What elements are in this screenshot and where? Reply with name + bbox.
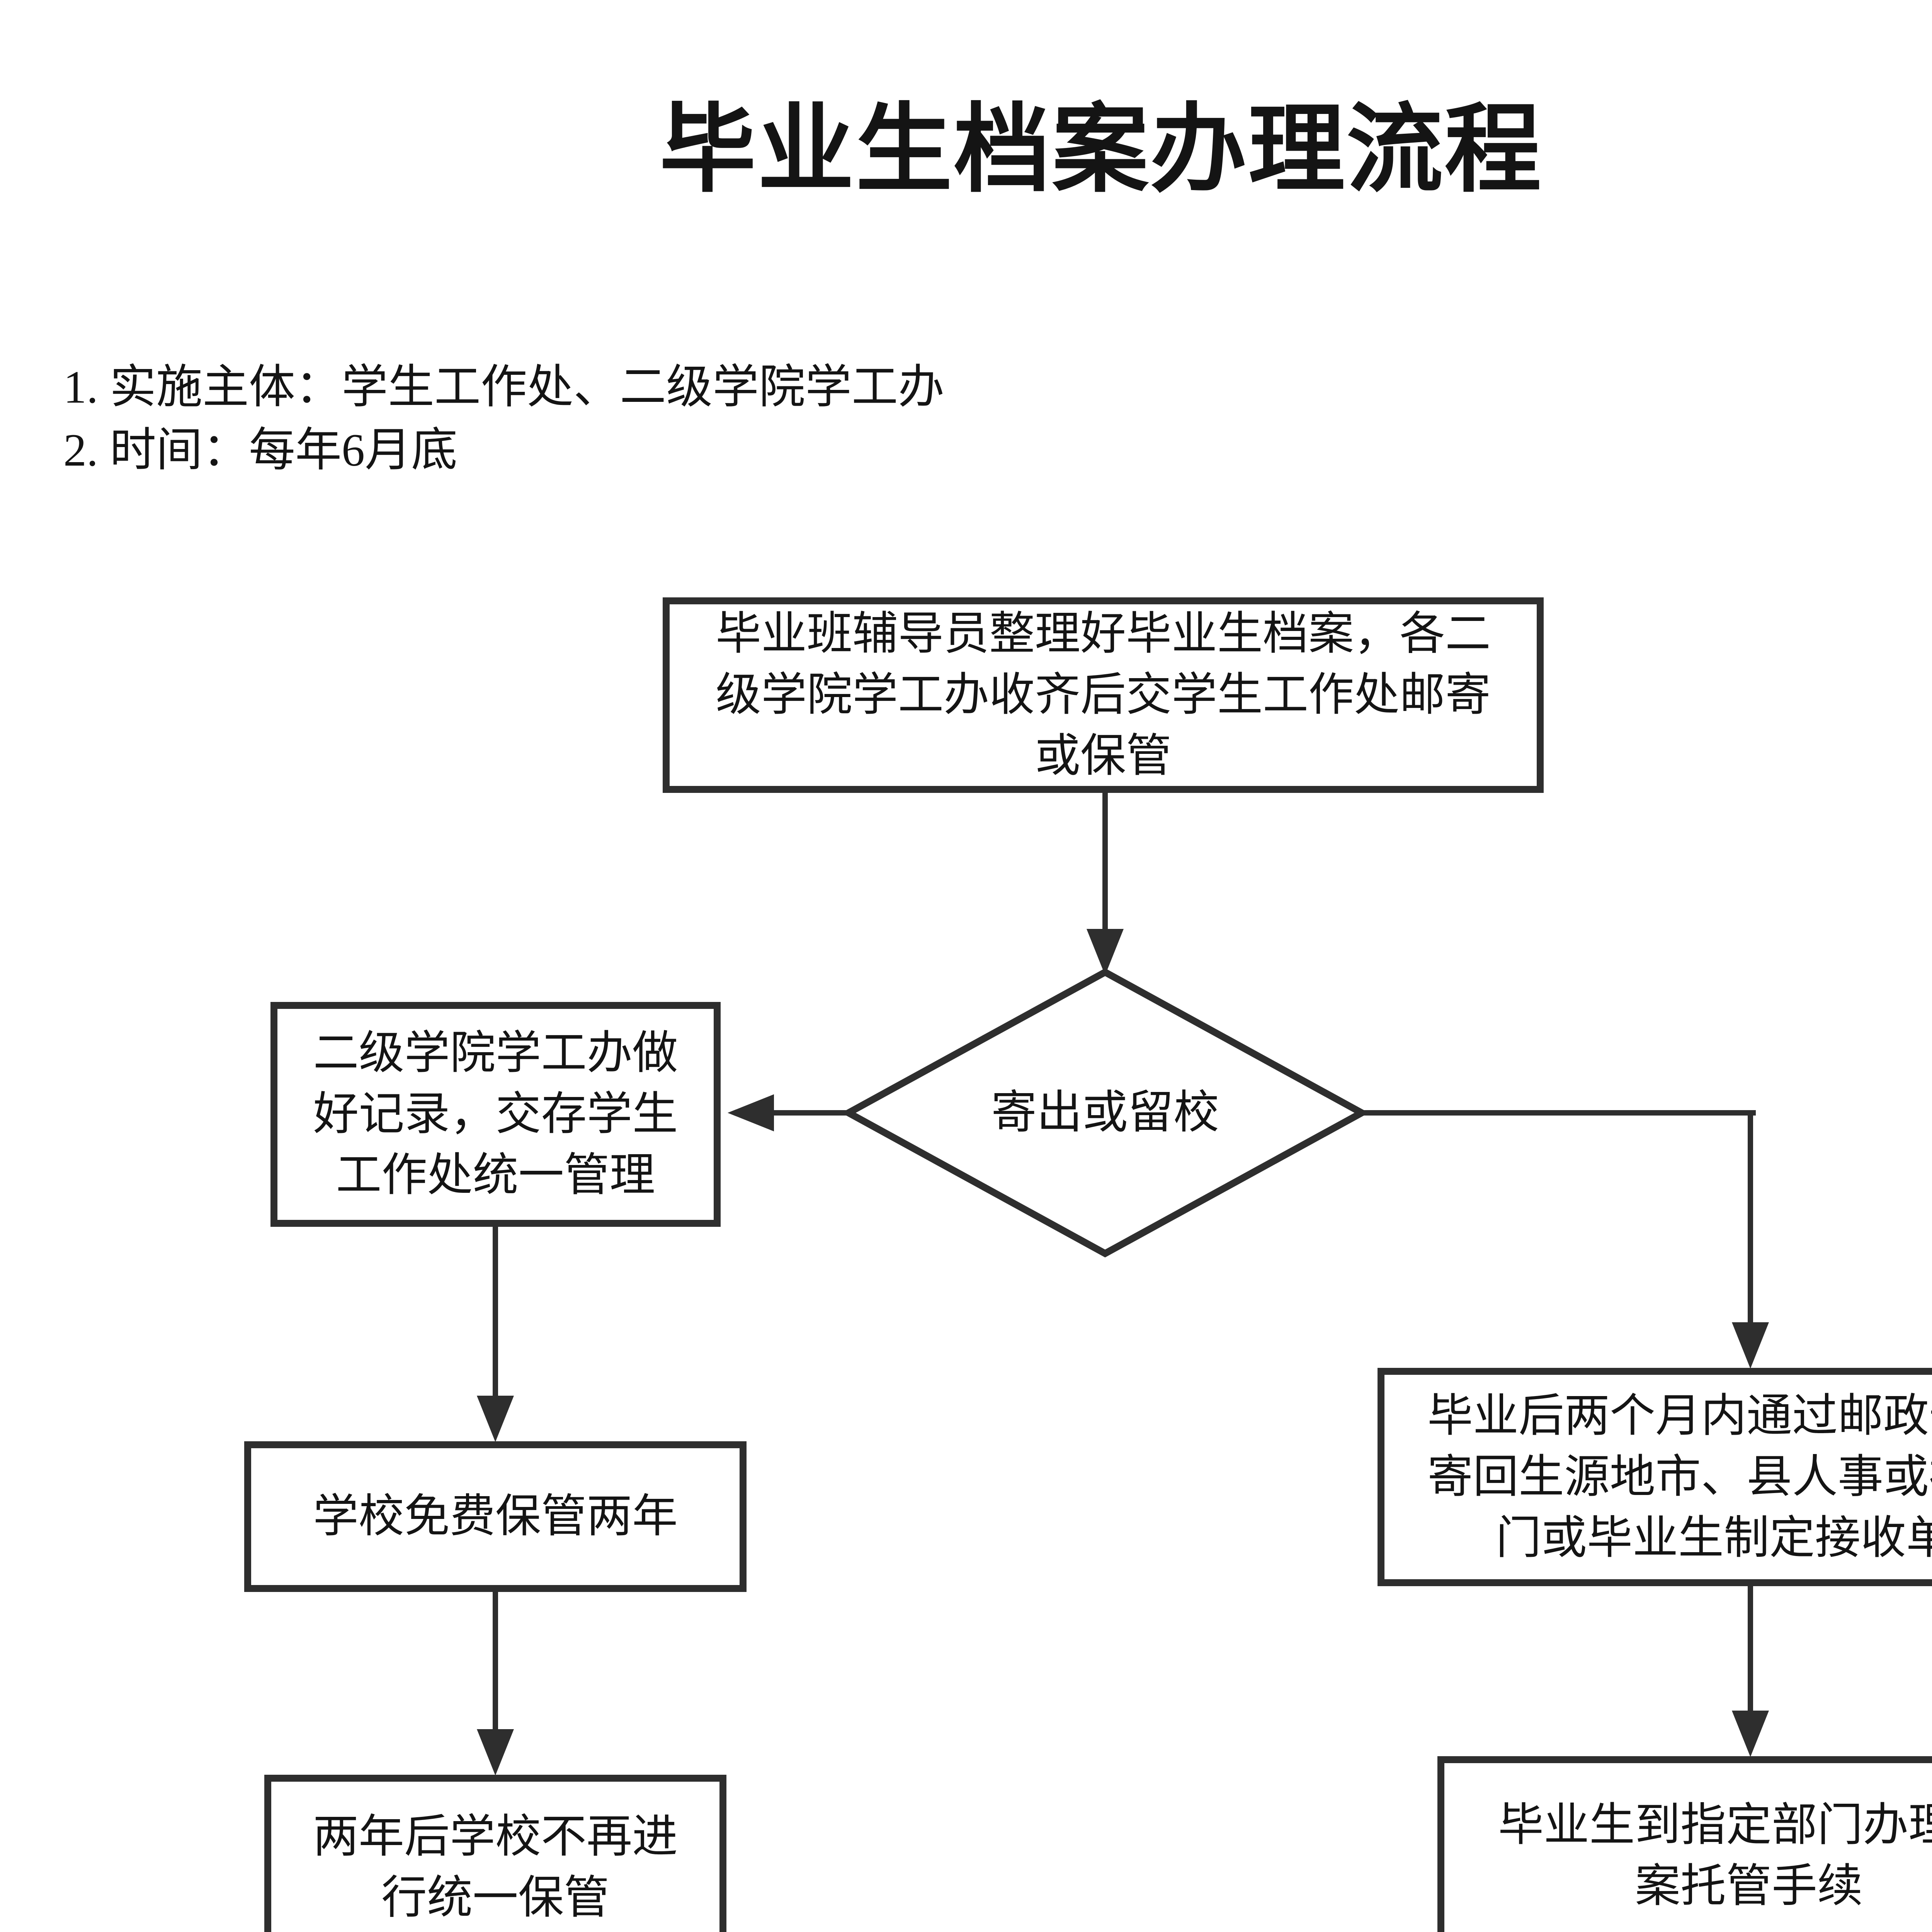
arrow-free-storage-to-after-two-years-line xyxy=(493,1592,498,1730)
record-box-line: 二级学院学工办做 xyxy=(313,1028,678,1078)
node-trusteeship-box: 毕业生到指定部门办理档 案托管手续 xyxy=(1437,1756,1932,1932)
start-box-line: 级学院学工办收齐后交学生工作处邮寄 xyxy=(715,670,1491,720)
node-record-box: 二级学院学工办做 好记录，交存学生 工作处统一管理 xyxy=(270,1002,721,1227)
record-box-line: 工作处统一管理 xyxy=(336,1150,655,1201)
trusteeship-box-line: 案托管手续 xyxy=(1634,1861,1863,1912)
free-storage-box-line: 学校免费保管两年 xyxy=(313,1491,678,1542)
decision-diamond-shape xyxy=(845,968,1366,1257)
node-mail-back-box: 毕业后两个月内通过邮政部门邮 寄回生源地市、县人事或社保部 门或毕业生制定接收单… xyxy=(1378,1368,1932,1586)
connector-decision-to-mail-back-horizontal xyxy=(1360,1110,1756,1116)
notes-block: 1. 实施主体：学生工作处、二级学院学工办 2. 时间：每年6月底 xyxy=(63,355,944,481)
arrow-start-to-decision-head xyxy=(1087,929,1124,975)
record-box-line: 好记录，交存学生 xyxy=(313,1089,678,1139)
after-two-years-box-line: 两年后学校不再进 xyxy=(313,1811,678,1862)
mail-back-box-line: 门或毕业生制定接收单位 xyxy=(1495,1512,1932,1563)
arrow-record-to-free-storage-head xyxy=(477,1396,514,1442)
decision-label: 寄出或留校 xyxy=(991,1087,1219,1138)
connector-decision-to-mail-back-vertical xyxy=(1748,1110,1753,1323)
node-start-box: 毕业班辅导员整理好毕业生档案，各二 级学院学工办收齐后交学生工作处邮寄 或保管 xyxy=(663,597,1544,793)
arrow-decision-to-mail-back-head xyxy=(1732,1322,1769,1369)
arrow-decision-to-record-line xyxy=(769,1110,850,1116)
start-box-line: 或保管 xyxy=(1034,731,1172,781)
page-title: 毕业生档案办理流程 xyxy=(659,97,1543,204)
arrow-mail-back-to-trusteeship-head xyxy=(1732,1711,1769,1757)
note-line-2: 2. 时间：每年6月底 xyxy=(63,424,457,476)
arrow-record-to-free-storage-line xyxy=(493,1227,498,1397)
mail-back-box-line: 寄回生源地市、县人事或社保部 xyxy=(1427,1451,1932,1502)
arrow-start-to-decision-line xyxy=(1102,792,1108,935)
node-free-storage-box: 学校免费保管两年 xyxy=(244,1441,747,1592)
node-after-two-years-box: 两年后学校不再进 行统一保管 xyxy=(264,1775,726,1932)
start-box-line: 毕业班辅导员整理好毕业生档案，各二 xyxy=(715,609,1491,659)
trusteeship-box-line: 毕业生到指定部门办理档 xyxy=(1498,1799,1932,1850)
arrow-mail-back-to-trusteeship-line xyxy=(1748,1586,1753,1712)
mail-back-box-line: 毕业后两个月内通过邮政部门邮 xyxy=(1427,1390,1932,1441)
decision-diamond xyxy=(845,968,1366,1257)
arrow-free-storage-to-after-two-years-head xyxy=(477,1729,514,1776)
arrow-decision-to-record-head xyxy=(728,1094,774,1131)
note-line-1: 1. 实施主体：学生工作处、二级学院学工办 xyxy=(63,361,944,413)
after-two-years-box-line: 行统一保管 xyxy=(381,1872,609,1923)
